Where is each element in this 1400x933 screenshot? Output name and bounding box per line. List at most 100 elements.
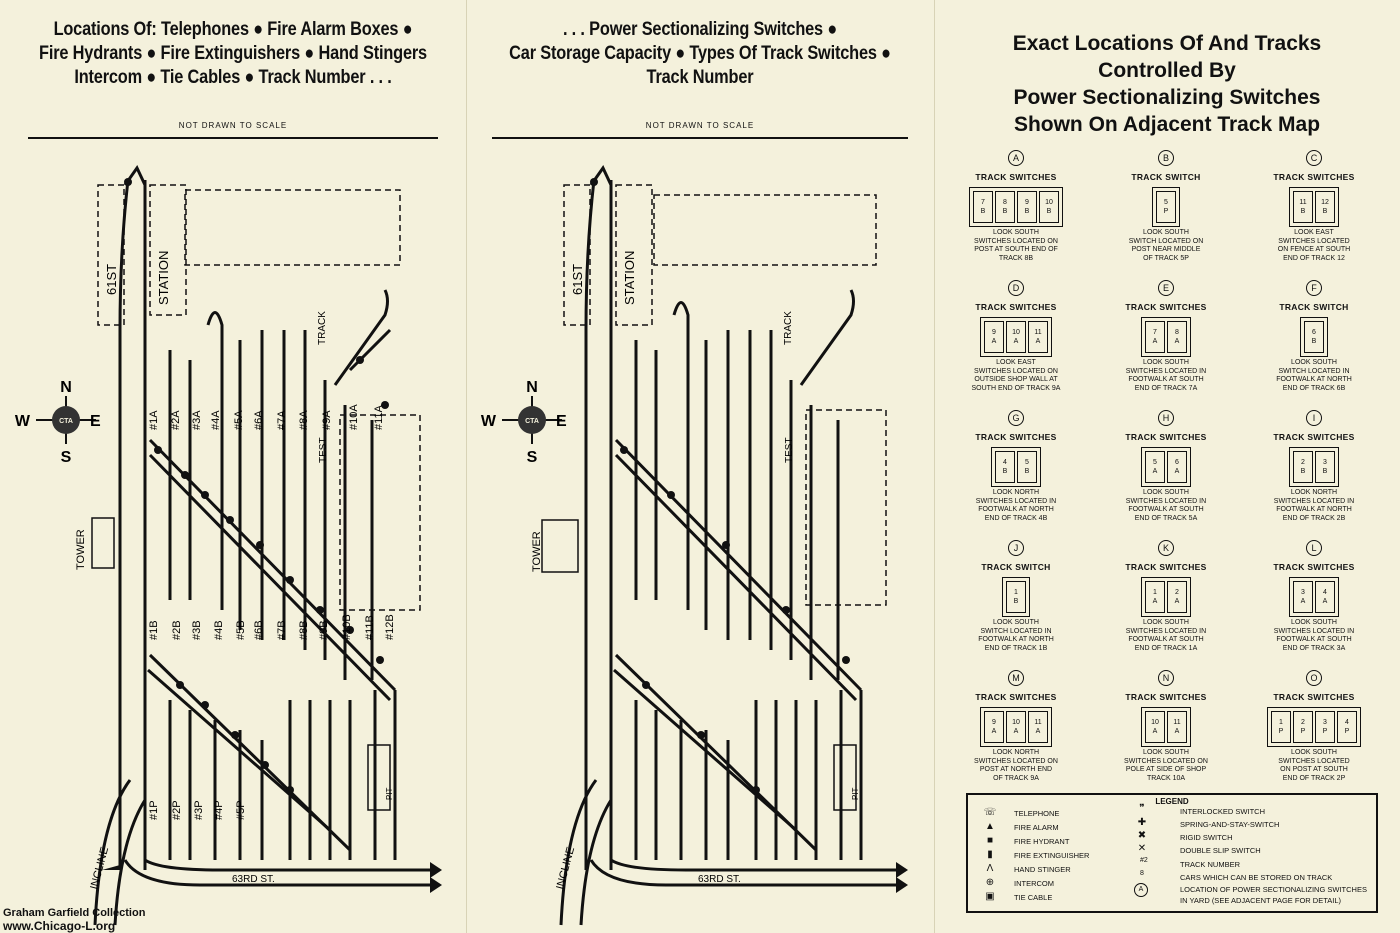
switch-letter: O <box>1306 670 1322 686</box>
track-label: #2P <box>171 800 183 820</box>
header-rule <box>492 137 908 139</box>
track-label: #7A <box>276 410 288 430</box>
ladder-upper <box>148 438 397 692</box>
compass-rose: N S W E CTA <box>481 379 567 466</box>
legend-interlocked: INTERLOCKED SWITCH <box>1180 807 1266 816</box>
header-line-2: Car Storage Capacity ● Types Of Track Sw… <box>509 43 891 64</box>
track-label: #1A <box>148 410 160 430</box>
track-label: #3P <box>193 800 205 820</box>
legend-intercom: INTERCOM <box>1014 879 1054 888</box>
compass-logo: CTA <box>59 418 73 425</box>
panel-safety-locations: Locations Of: Telephones ● Fire Alarm Bo… <box>0 0 466 933</box>
interlocked-switch-icon: ❞ <box>1139 803 1145 814</box>
switch-caption: TRACK SWITCHES <box>1273 172 1355 182</box>
legend-track-number: TRACK NUMBER <box>1180 860 1241 869</box>
label-test: TEST <box>318 437 329 463</box>
label-incline: INCLINE <box>554 846 577 891</box>
legend-sym-location: A <box>1134 883 1148 897</box>
not-to-scale-note: NOT DRAWN TO SCALE <box>645 121 755 130</box>
switch-caption: TRACK SWITCHES <box>975 172 1057 182</box>
switch-caption: TRACK SWITCHES <box>975 302 1057 312</box>
switch-letter: B <box>1158 150 1174 166</box>
switch-caption: TRACK SWITCHES <box>1125 692 1207 702</box>
page-fold-1 <box>466 0 467 933</box>
label-incline: INCLINE <box>88 846 111 891</box>
track-label: #9A <box>321 410 333 430</box>
spring-switch-icon: ✚ <box>1137 817 1147 828</box>
label-test: TEST <box>784 437 795 463</box>
header-rule <box>28 137 438 139</box>
rigid-switch-icon: ✖ <box>1137 830 1147 841</box>
fire-alarm-icon: ▲ <box>985 821 995 832</box>
header-line-1: . . . Power Sectionalizing Switches ● <box>562 19 838 40</box>
title-line-2: Controlled By <box>1098 59 1236 82</box>
track-map-1: 61ST STATION TOWER TRACK TEST INCLINE 63… <box>15 165 442 926</box>
not-to-scale-note: NOT DRAWN TO SCALE <box>178 121 288 130</box>
legend-rigid: RIGID SWITCH <box>1180 833 1233 842</box>
legend-tie-cable: TIE CABLE <box>1014 893 1053 902</box>
track-label: #11B <box>364 615 376 640</box>
track-label: #10A <box>348 404 360 430</box>
credit-line-2[interactable]: www.Chicago-L.org <box>3 919 116 933</box>
legend-cars: CARS WHICH CAN BE STORED ON TRACK <box>1180 873 1333 882</box>
compass-w: W <box>481 413 497 430</box>
track-label: #12B <box>384 614 396 640</box>
label-tower: TOWER <box>75 529 87 570</box>
legend-sym-track-number: #2 <box>1140 857 1148 864</box>
title-line-1: Exact Locations Of And Tracks <box>1012 32 1322 55</box>
track-map-2: 61ST STATION TOWER TRACK TEST INCLINE 63… <box>481 165 908 926</box>
label-tower: TOWER <box>531 531 543 572</box>
track-label: #3B <box>191 620 203 640</box>
switch-caption: TRACK SWITCHES <box>1125 302 1207 312</box>
lead-track-west <box>118 179 130 870</box>
track-label: #11A <box>373 404 385 430</box>
legend-title: LEGEND <box>1155 797 1189 806</box>
switch-letter: M <box>1008 670 1024 686</box>
legend-location-2: IN YARD (SEE ADJACENT PAGE FOR DETAIL) <box>1180 896 1342 905</box>
page-fold-2 <box>934 0 935 933</box>
track-label: #8A <box>298 410 310 430</box>
switch-letter: L <box>1306 540 1322 556</box>
track-label: #9B <box>318 620 330 640</box>
switch-caption: TRACK SWITCH <box>1279 302 1349 312</box>
title-line-3: Power Sectionalizing Switches <box>1013 86 1321 109</box>
switch-caption: TRACK SWITCH <box>1131 172 1201 182</box>
switch-letter: D <box>1008 280 1024 296</box>
switch-letter: N <box>1158 670 1174 686</box>
switch-letter: J <box>1008 540 1024 556</box>
telephone-icon: ☏ <box>983 807 997 818</box>
switch-letter: G <box>1008 410 1024 426</box>
tie-cable-icon: ▣ <box>985 891 995 902</box>
label-61st: 61ST <box>570 264 585 295</box>
